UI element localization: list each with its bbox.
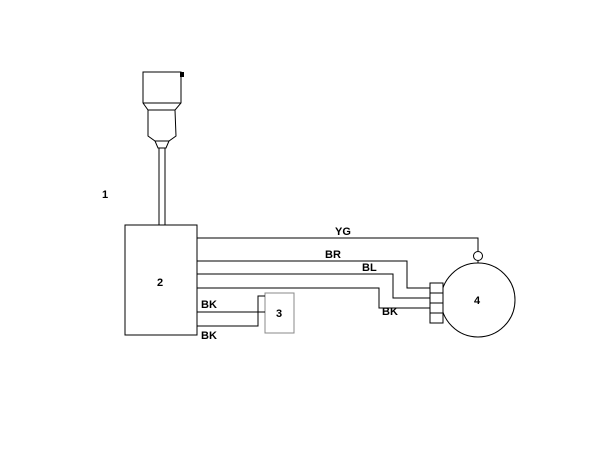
wire-yg bbox=[197, 237, 479, 251]
wire-bl bbox=[197, 273, 430, 299]
callout-4: 4 bbox=[474, 295, 481, 307]
terminal bbox=[429, 312, 444, 324]
label-yg: YG bbox=[335, 226, 351, 238]
terminal bbox=[429, 282, 444, 294]
wire-br bbox=[197, 260, 430, 289]
label-br: BR bbox=[325, 249, 341, 261]
terminal bbox=[429, 292, 444, 304]
wire-bk-lower bbox=[197, 295, 265, 327]
plug-tab bbox=[180, 72, 184, 77]
motor-terminal-block bbox=[429, 282, 444, 324]
terminal bbox=[429, 302, 444, 314]
callout-3: 3 bbox=[276, 308, 282, 320]
power-plug bbox=[142, 71, 184, 149]
label-bl: BL bbox=[362, 262, 377, 274]
plug-head bbox=[142, 71, 182, 142]
label-bk-motor: BK bbox=[382, 306, 398, 318]
ground-terminal bbox=[473, 251, 483, 261]
wire-bk-motor bbox=[197, 287, 430, 309]
callout-1: 1 bbox=[102, 189, 108, 201]
component-box bbox=[264, 292, 295, 334]
callout-2: 2 bbox=[157, 277, 163, 289]
plug-strain-relief bbox=[154, 140, 170, 149]
control-unit-box bbox=[124, 224, 198, 336]
label-bk-upper: BK bbox=[201, 299, 217, 311]
label-bk-lower: BK bbox=[201, 330, 217, 342]
